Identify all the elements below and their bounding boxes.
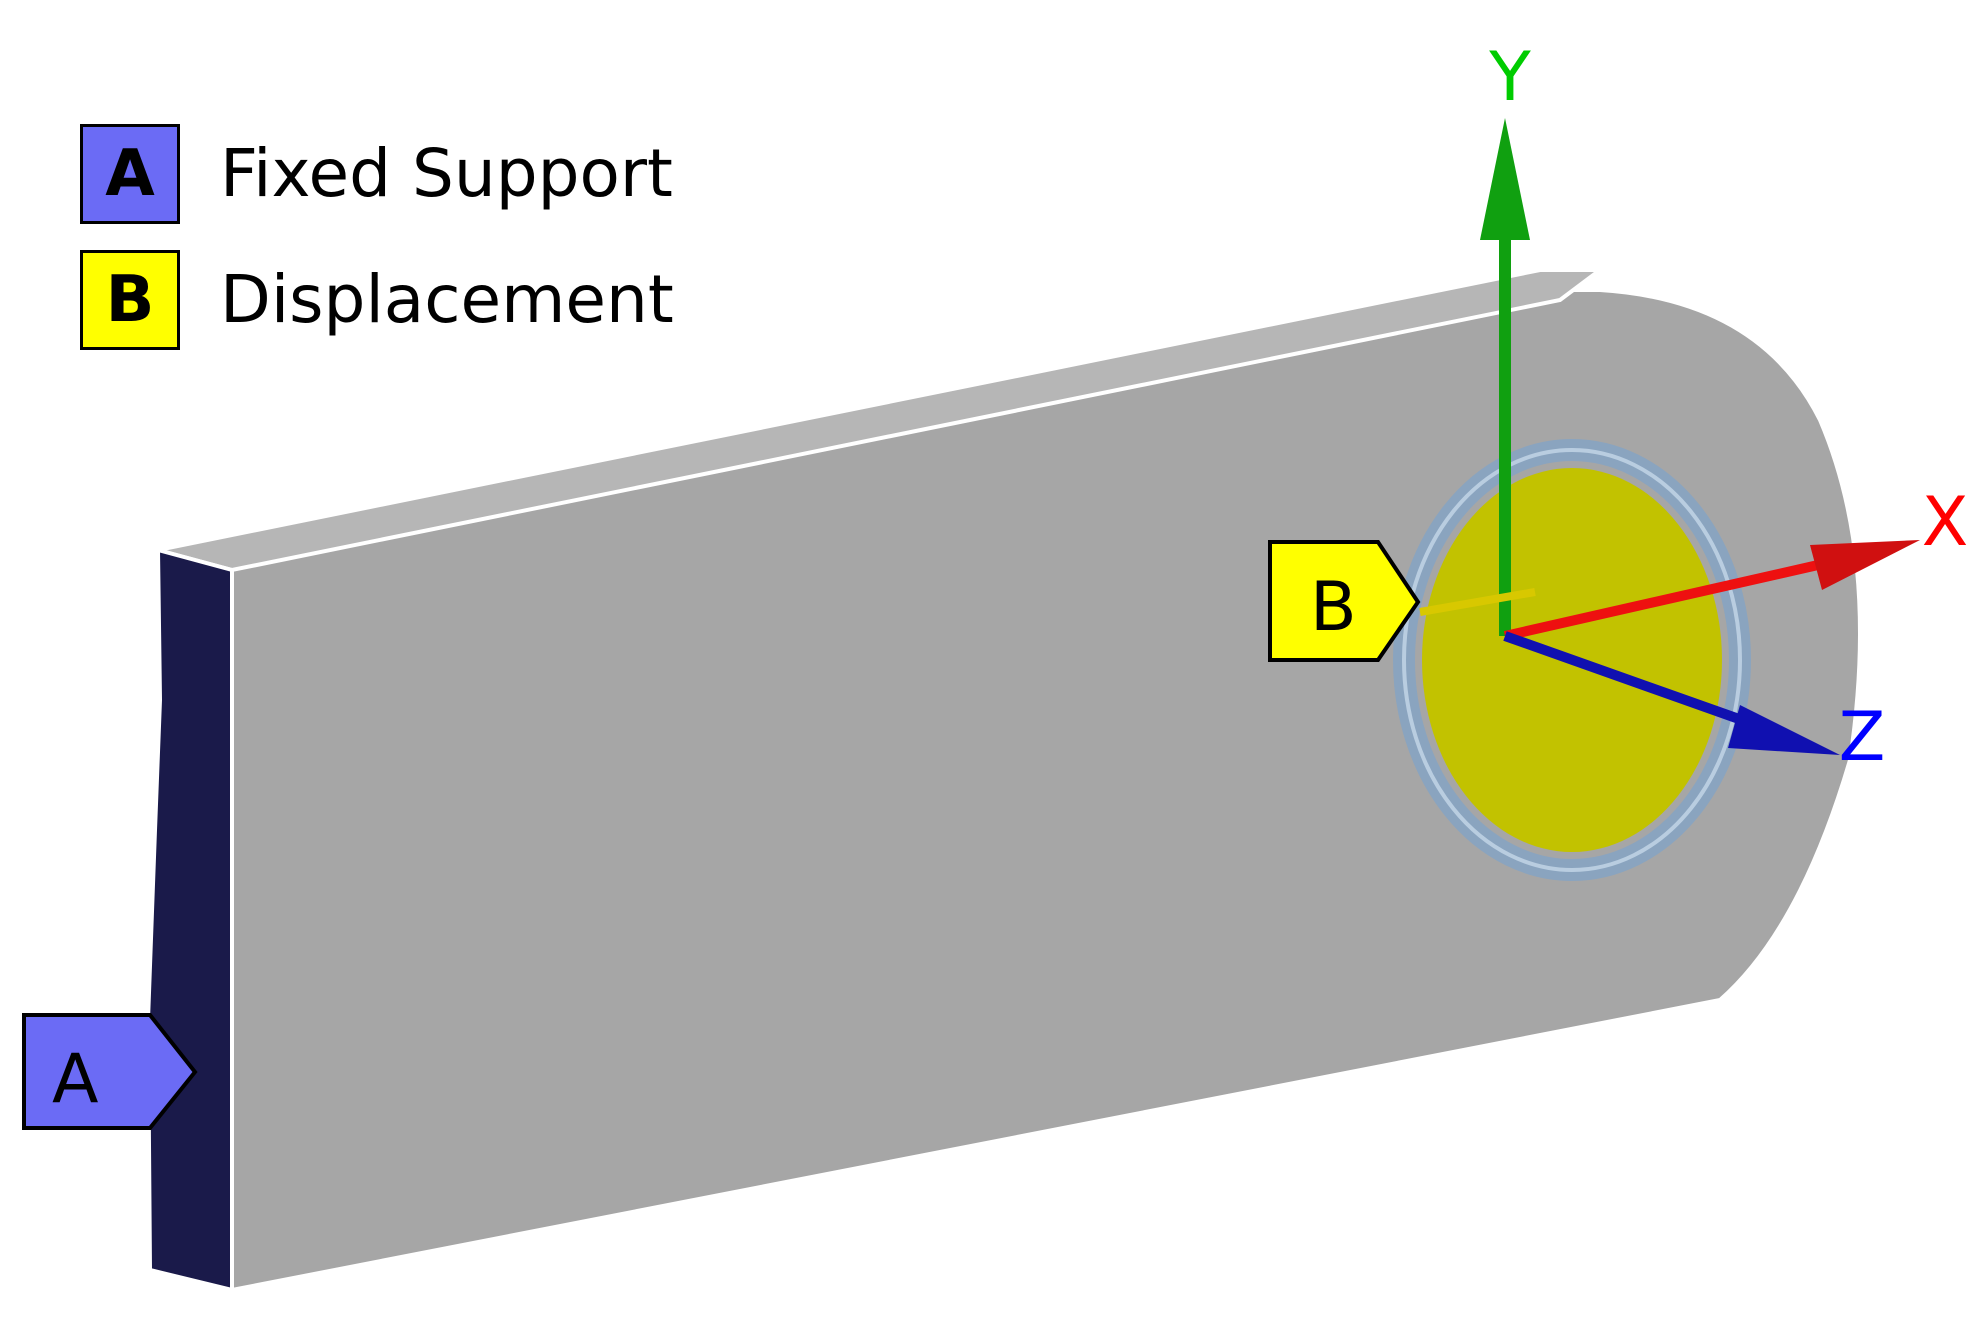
flag-b-label: B [1310,568,1357,647]
displacement-arrow [1419,588,1536,616]
x-axis-arrowhead [1810,540,1920,590]
body-side-face[interactable] [230,288,1862,1293]
x-axis-label: X [1922,483,1969,562]
z-axis-arrowhead [1728,705,1840,755]
legend-key-a: A [80,124,180,224]
hole-edge-ring-inner [1402,448,1742,872]
z-axis-line [1503,631,1772,735]
legend-label-displacement: Displacement [220,261,674,338]
flag-a-marker[interactable] [22,1013,198,1130]
legend-label-fixed-support: Fixed Support [220,135,673,212]
fixed-support-face[interactable] [145,547,234,1293]
flag-b-marker[interactable] [1268,540,1421,662]
y-axis-arrowhead [1480,118,1530,240]
x-axis-line [1503,555,1842,641]
y-axis-label: Y [1488,38,1531,117]
flag-a-label: A [52,1040,99,1119]
legend-key-b: B [80,250,180,350]
z-axis-label: Z [1839,698,1886,777]
